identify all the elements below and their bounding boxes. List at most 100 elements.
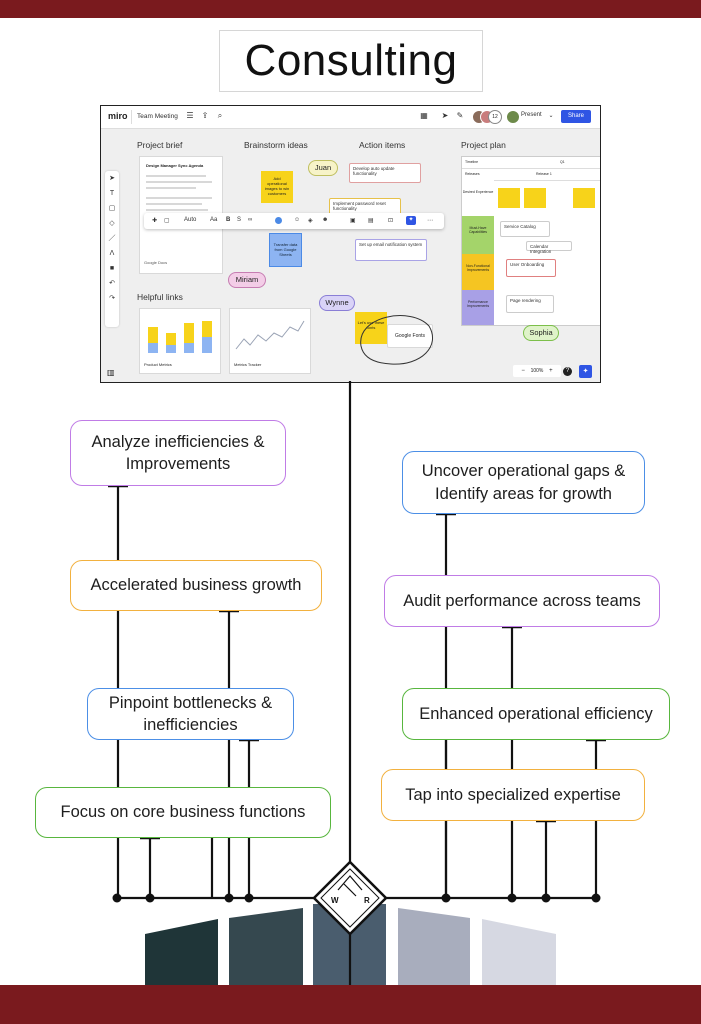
note-icon[interactable]: ▢ bbox=[164, 218, 170, 224]
plan-card[interactable]: Page rendering bbox=[506, 295, 554, 313]
link-card-title: Metrics Tracker bbox=[234, 362, 262, 367]
bar bbox=[166, 345, 176, 353]
task-card[interactable]: Develop auto update functionality bbox=[349, 163, 421, 183]
present-button[interactable]: Present bbox=[521, 112, 542, 118]
font-card[interactable]: Google Fonts bbox=[387, 324, 433, 348]
font-size-auto[interactable]: Auto bbox=[184, 217, 197, 223]
font-card-label: Google Fonts bbox=[395, 333, 426, 339]
reaction-icon[interactable]: ✎ bbox=[456, 111, 464, 120]
left-toolbar: ➤ T ▢ ◇ ／ Λ ■ ↶ ↷ bbox=[105, 171, 119, 327]
plan-sticky[interactable] bbox=[498, 188, 520, 208]
whiteboard-screenshot: miro Team Meeting ☰ ⇪ ⌕ ▦ ➤ ✎ 12 Present… bbox=[100, 105, 601, 383]
bold-icon[interactable]: B bbox=[226, 217, 231, 223]
menu-icon[interactable]: ☰ bbox=[186, 111, 194, 120]
link-icon[interactable]: ∞ bbox=[248, 217, 253, 223]
upload-icon[interactable]: ⇪ bbox=[201, 111, 209, 120]
bar bbox=[166, 333, 176, 353]
plan-card[interactable]: Calendar Integration bbox=[526, 241, 572, 254]
frame-icon[interactable]: ▣ bbox=[350, 218, 356, 224]
plan-card[interactable]: Service Catalog bbox=[500, 221, 550, 237]
task-card[interactable]: Implement password reset functionality bbox=[329, 198, 401, 215]
bar-chart-thumbnail bbox=[148, 321, 212, 353]
toolbar-divider bbox=[131, 110, 132, 124]
color-swatch[interactable] bbox=[275, 217, 282, 224]
emoji-icon[interactable]: ☻ bbox=[322, 217, 329, 223]
text-line bbox=[146, 209, 208, 211]
tag-icon[interactable]: ◈ bbox=[308, 218, 313, 224]
task-card[interactable]: Set up email notification system bbox=[355, 239, 427, 261]
node-pinpoint-bottlenecks: Pinpoint bottlenecks & inefficiencies bbox=[87, 688, 294, 740]
lock-icon[interactable]: ⊡ bbox=[388, 218, 394, 224]
select-tool-icon[interactable]: ➤ bbox=[109, 175, 115, 182]
section-action-items: Action items bbox=[359, 140, 406, 150]
shape-tool-icon[interactable]: ◇ bbox=[109, 220, 115, 227]
link-card-title: Product Metrics bbox=[144, 362, 172, 367]
blue-note[interactable]: Transfer data from Google Sheets bbox=[269, 233, 302, 267]
cursor-label-miriam: Miriam bbox=[228, 272, 266, 288]
plan-row-line bbox=[462, 180, 600, 181]
plan-sticky[interactable] bbox=[573, 188, 595, 208]
app-toolbar: miro Team Meeting ☰ ⇪ ⌕ ▦ ➤ ✎ 12 Present… bbox=[101, 106, 600, 129]
logo-letter: W bbox=[331, 896, 339, 905]
panel-icon[interactable]: ▥ bbox=[107, 368, 115, 377]
zoom-in-icon[interactable]: + bbox=[549, 368, 553, 374]
link-card[interactable]: Metrics Tracker bbox=[229, 308, 311, 374]
zoom-out-icon[interactable]: − bbox=[521, 368, 525, 374]
sticky-note[interactable]: Let's use these fonts bbox=[355, 312, 387, 344]
cursor-label-sophia: Sophia bbox=[523, 325, 559, 341]
undo-icon[interactable]: ↶ bbox=[109, 280, 115, 287]
tool-icon[interactable]: ✚ bbox=[152, 218, 158, 224]
link-card[interactable]: Product Metrics bbox=[139, 308, 221, 374]
zoom-controls: − 100% + bbox=[513, 365, 561, 377]
plan-header: Q1 bbox=[560, 160, 565, 164]
text-tool-icon[interactable]: T bbox=[109, 190, 115, 197]
line-chart-thumbnail bbox=[235, 320, 305, 350]
app-logo: miro bbox=[108, 111, 128, 121]
help-icon[interactable]: ? bbox=[563, 367, 572, 376]
node-enhanced-efficiency: Enhanced operational efficiency bbox=[402, 688, 670, 740]
plan-row-label: Desired Experience bbox=[462, 180, 494, 216]
pen-tool-icon[interactable]: ／ bbox=[108, 235, 116, 242]
ai-assist-icon[interactable]: ✦ bbox=[579, 365, 592, 378]
plan-sticky[interactable] bbox=[524, 188, 546, 208]
logo-mark bbox=[337, 875, 363, 897]
section-brainstorm: Brainstorm ideas bbox=[244, 140, 308, 150]
apps-icon[interactable]: ▦ bbox=[420, 111, 428, 120]
lasso-drawing bbox=[360, 315, 434, 365]
junction-dot bbox=[112, 893, 122, 903]
bar bbox=[202, 337, 212, 353]
add-tool-icon[interactable]: ■ bbox=[109, 265, 115, 272]
board-name[interactable]: Team Meeting bbox=[137, 113, 178, 120]
doc-footer: Google Docs bbox=[144, 260, 168, 265]
connector-tool-icon[interactable]: Λ bbox=[109, 250, 115, 257]
share-button[interactable]: Share bbox=[561, 110, 591, 123]
text-line bbox=[146, 181, 212, 183]
node-specialized-expertise: Tap into specialized expertise bbox=[381, 769, 645, 821]
chevron-down-icon[interactable]: ⌄ bbox=[548, 113, 554, 119]
sticky-tool-icon[interactable]: ▢ bbox=[108, 205, 116, 212]
plan-card[interactable]: User Onboarding bbox=[506, 259, 556, 277]
doc-title: Design Manager Sync Agenda bbox=[146, 163, 204, 168]
node-focus-core-functions: Focus on core business functions bbox=[35, 787, 331, 838]
flag-banner bbox=[482, 919, 556, 985]
cursor-icon[interactable]: ➤ bbox=[441, 111, 449, 120]
text-line bbox=[146, 187, 196, 189]
more-icon[interactable]: ⋯ bbox=[427, 218, 433, 224]
avatar-count: 12 bbox=[488, 110, 502, 124]
sticky-note[interactable]: Add operational images to win customers bbox=[261, 171, 293, 203]
format-toolbar: ✚ ▢ Auto Aa B S ∞ ☺ ◈ ☻ ▣ ▤ ⊡ ✦ ⋯ bbox=[144, 213, 444, 229]
junction-dot bbox=[441, 893, 451, 903]
ai-icon[interactable]: ✦ bbox=[406, 216, 416, 225]
zoom-level: 100% bbox=[530, 368, 544, 374]
search-icon[interactable]: ⌕ bbox=[217, 111, 223, 120]
strike-icon[interactable]: S bbox=[237, 217, 242, 223]
junction-dot bbox=[507, 893, 517, 903]
page-title: Consulting bbox=[219, 30, 483, 92]
font-icon[interactable]: Aa bbox=[210, 217, 218, 223]
project-plan-table: Timeline Q1 Releases Release 1 Desired E… bbox=[461, 156, 600, 326]
comment-icon[interactable]: ▤ bbox=[368, 218, 374, 224]
section-helpful-links: Helpful links bbox=[137, 292, 183, 302]
user-icon[interactable]: ☺ bbox=[294, 217, 301, 223]
redo-icon[interactable]: ↷ bbox=[109, 295, 115, 302]
